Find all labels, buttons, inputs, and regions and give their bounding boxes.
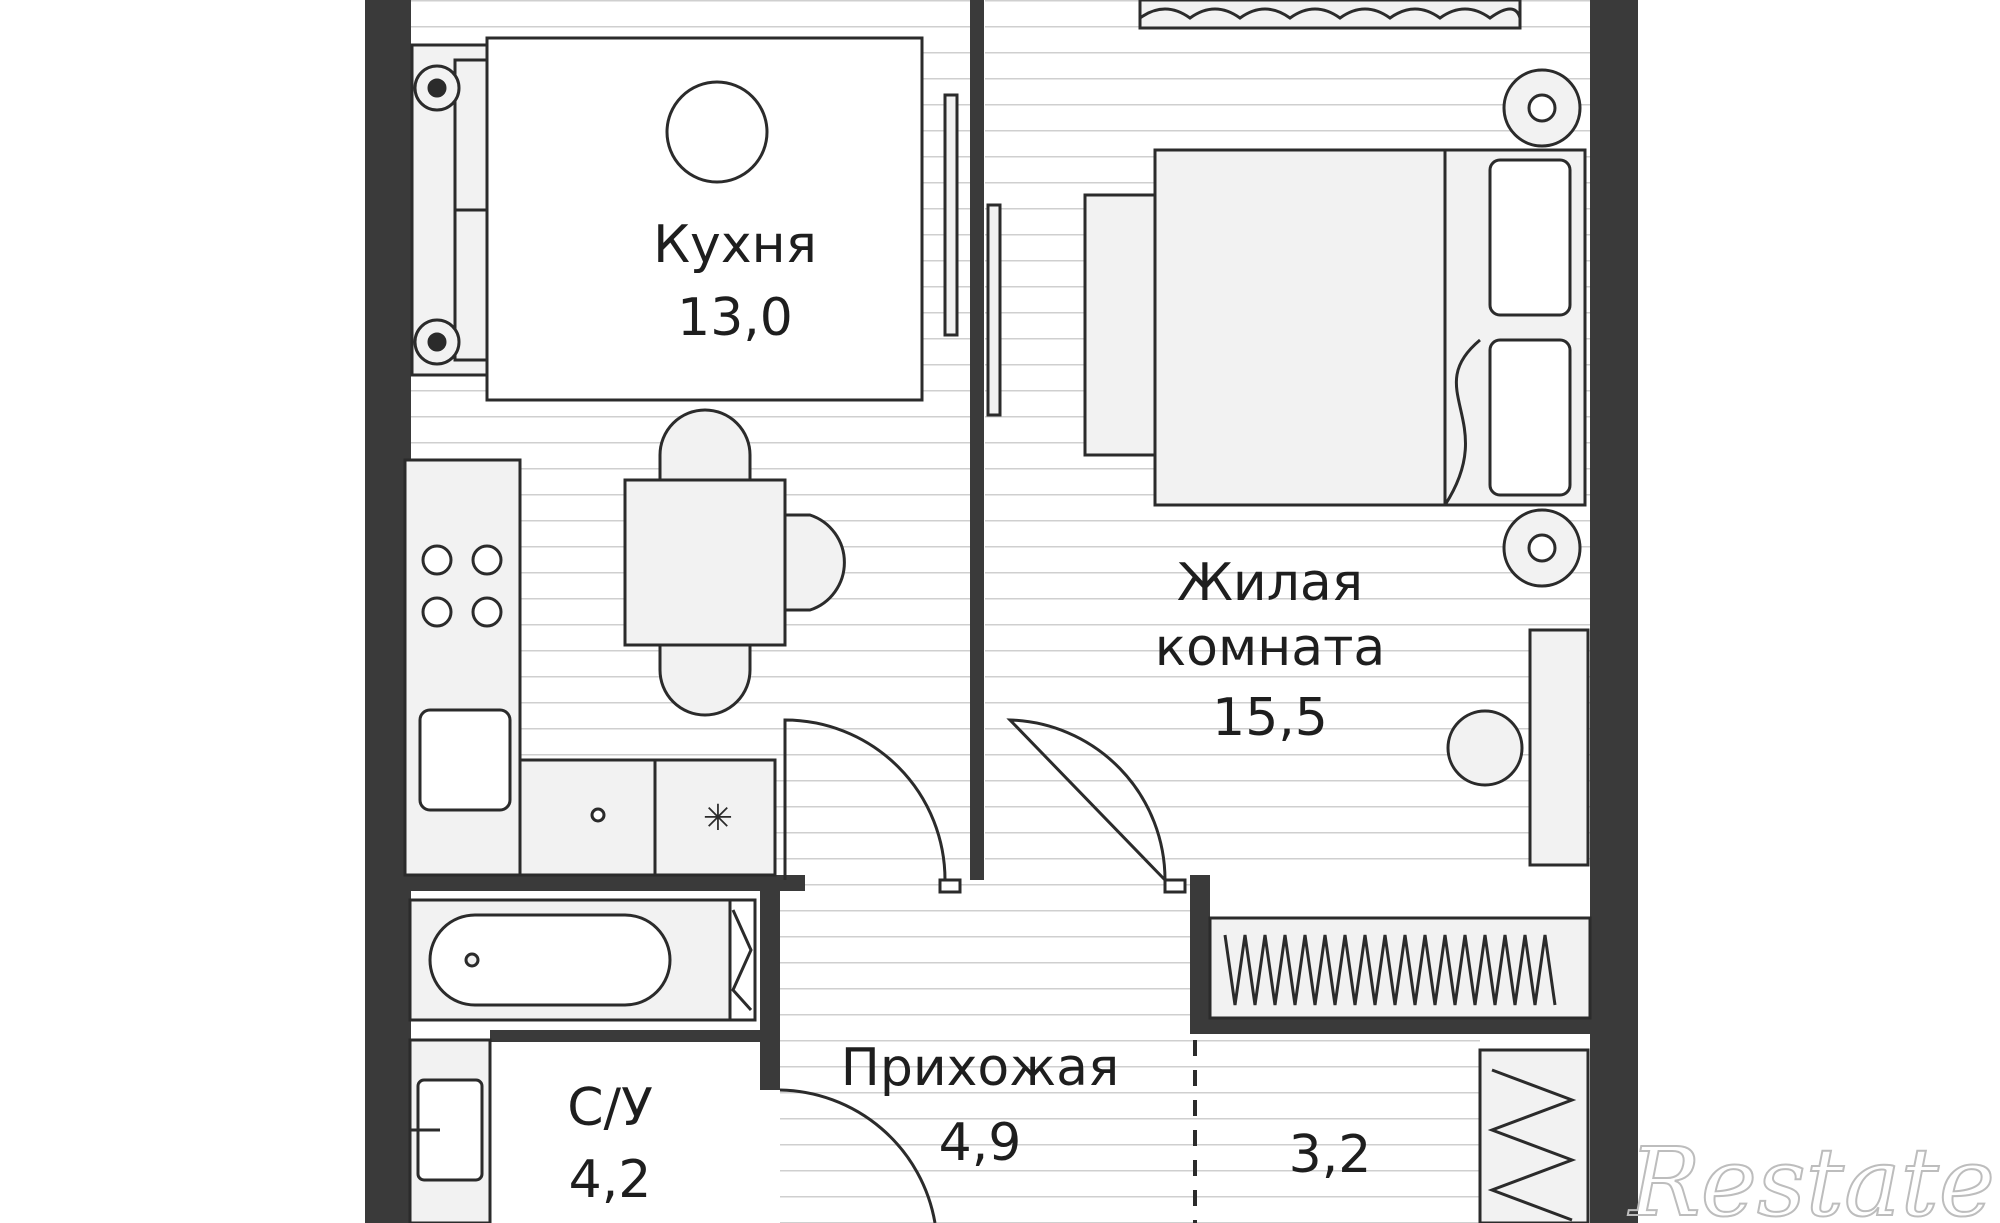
stove-burner bbox=[421, 596, 453, 628]
kitchen-name: Кухня bbox=[653, 215, 817, 275]
sliding-panels bbox=[943, 93, 1002, 417]
coffee-table bbox=[665, 80, 769, 184]
hallway-area: 4,9 bbox=[939, 1113, 1022, 1173]
freezer-icon: ✳ bbox=[703, 798, 733, 839]
kitchen-area: 13,0 bbox=[677, 288, 793, 348]
dining-set bbox=[623, 408, 846, 717]
storage-shelf bbox=[1478, 1048, 1590, 1223]
desk-chair bbox=[1446, 709, 1524, 787]
stove-burner bbox=[471, 544, 503, 576]
desk bbox=[1446, 628, 1590, 867]
storage-area: 3,2 bbox=[1289, 1125, 1372, 1185]
stove-burner bbox=[471, 596, 503, 628]
wardrobe bbox=[1208, 916, 1592, 1020]
living-area: 15,5 bbox=[1212, 688, 1328, 748]
room-labels: Кухня 13,0 Жилая комната 15,5 Прихожая 4… bbox=[567, 215, 1385, 1210]
kitchen-counter: ✳ bbox=[403, 458, 777, 877]
doors bbox=[779, 718, 1197, 1223]
kitchen-rug bbox=[485, 36, 924, 402]
kitchen-sink bbox=[418, 708, 512, 812]
bathtub bbox=[408, 898, 757, 1022]
stove-burner bbox=[421, 544, 453, 576]
living-door-swing bbox=[1006, 718, 1167, 882]
dishwasher-icon bbox=[590, 807, 606, 823]
radiator bbox=[1138, 0, 1522, 30]
bathroom-area: 4,2 bbox=[569, 1150, 652, 1210]
bathroom-fixtures bbox=[408, 1038, 492, 1223]
kitchen-door-swing bbox=[783, 718, 947, 881]
bed bbox=[1083, 68, 1587, 588]
living-name-line1: Жилая bbox=[1177, 553, 1363, 613]
walls bbox=[365, 0, 1638, 1223]
hallway-name: Прихожая bbox=[841, 1038, 1119, 1098]
living-name-line2: комната bbox=[1155, 618, 1385, 678]
bathroom-door-swing bbox=[779, 1088, 937, 1223]
bathroom-name: С/У bbox=[567, 1078, 653, 1138]
watermark: Restate bbox=[1627, 1128, 1995, 1223]
